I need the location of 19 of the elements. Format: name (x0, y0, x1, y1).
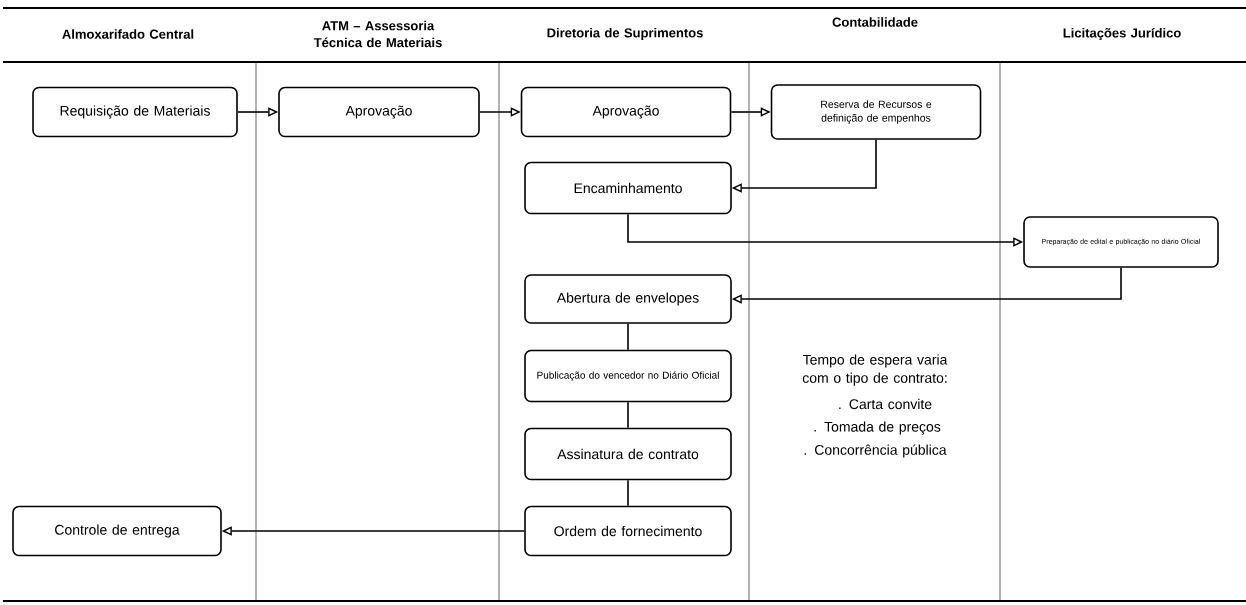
note-text: . Concorrência pública (804, 444, 947, 458)
lane-header: ATM – Assessoria Técnica de Materiais (313, 20, 442, 48)
process-box: Controle de entrega (12, 505, 222, 557)
note-text: . Carta convite (839, 398, 932, 410)
process-box: Reserva de Recursos e definição de empenhos (770, 84, 982, 140)
note-text: Tempo de espera varia com o tipo de contrato: (802, 354, 948, 386)
process-box: Encaminhamento (524, 161, 732, 215)
process-box: Requisição de Materiais (32, 86, 238, 138)
lane-header: Almoxarifado Central (62, 29, 194, 39)
process-box: Aprovação (520, 86, 732, 138)
process-box: Assinatura de contrato (524, 427, 732, 481)
process-box: Aprovação (278, 86, 480, 138)
lane-header: Licitações Jurídico (1063, 27, 1181, 41)
process-box: Abertura de envelopes (524, 274, 732, 324)
process-box: Ordem de fornecimento (524, 505, 732, 557)
lane-header: Diretoria de Suprimentos (547, 27, 703, 41)
lane-header: Contabilidade (832, 17, 918, 27)
process-box: Publicação do vencedor no Diário Oficial (524, 349, 732, 403)
note-text: . Tomada de preços (814, 421, 941, 435)
